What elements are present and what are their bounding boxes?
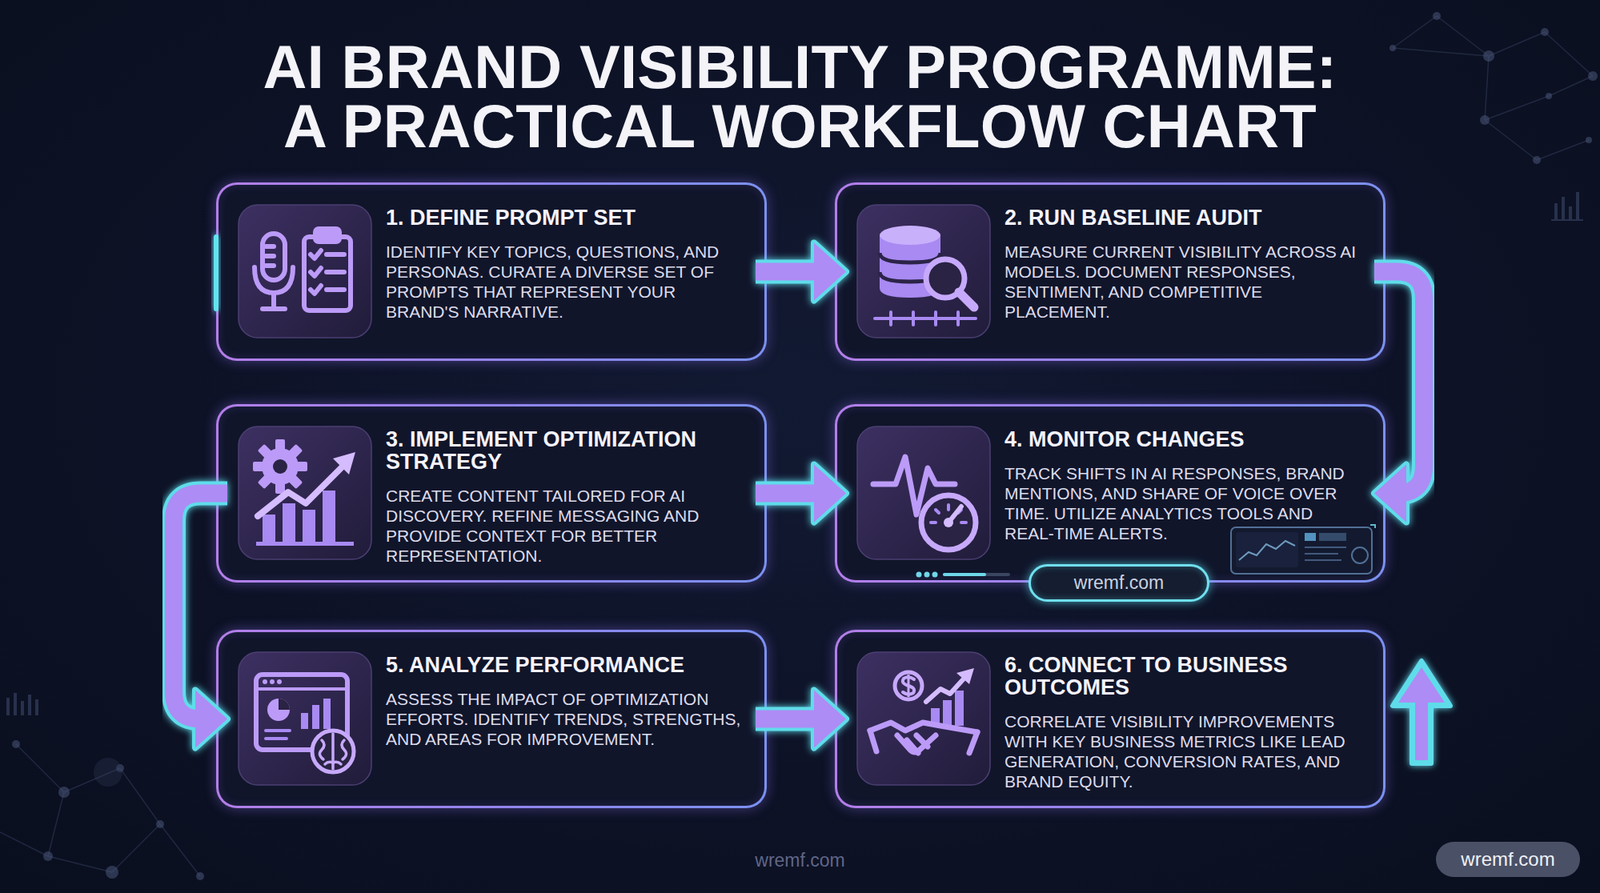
arrow-outline — [755, 243, 847, 301]
step-heading: 3. IMPLEMENT OPTIMIZATION STRATEGY — [385, 428, 762, 474]
text-area: 2. RUN BASELINE AUDIT MEASURE CURRENT VIS… — [1004, 206, 1381, 322]
text-area: 6. CONNECT TO BUSINESS OUTCOMES CORRELATE… — [1004, 653, 1381, 792]
step-description: CORRELATE VISIBILITY IMPROVEMENTS WITH K… — [1004, 711, 1364, 792]
step-heading: 1. DEFINE PROMPT SET — [385, 206, 762, 229]
text-area: 5. ANALYZE PERFORMANCE ASSESS THE IMPACT … — [385, 653, 762, 750]
step-description: IDENTIFY KEY TOPICS, QUESTIONS, AND PERS… — [385, 241, 745, 322]
network-dots — [12, 12, 1598, 881]
step-heading: 5. ANALYZE PERFORMANCE — [385, 653, 762, 677]
step-heading: 4. MONITOR CHANGES — [1004, 428, 1381, 451]
step-description: MEASURE CURRENT VISIBILITY ACROSS AI MOD… — [1004, 241, 1364, 322]
network-lines — [0, 16, 1593, 877]
title: AI BRAND VISIBILITY PROGRAMME: A PRACTIC… — [252, 37, 1349, 157]
text-area: 3. IMPLEMENT OPTIMIZATION STRATEGY CREATE… — [385, 428, 762, 566]
return-arrow — [1392, 661, 1451, 764]
text-area: 4. MONITOR CHANGES TRACK SHIFTS IN AI RES… — [1004, 428, 1381, 544]
step-description: TRACK SHIFTS IN AI RESPONSES, BRAND MENT… — [1004, 463, 1364, 544]
step-heading: 6. CONNECT TO BUSINESS OUTCOMES — [1004, 653, 1381, 699]
process-box: 1. DEFINE PROMPT SET IDENTIFY KEY TOPICS,… — [216, 182, 767, 361]
flow-arrow — [755, 690, 847, 749]
process-box: 4. MONITOR CHANGES TRACK SHIFTS IN AI RES… — [834, 404, 1386, 583]
watermark: wremf.com — [1435, 842, 1580, 878]
watermark: wremf.com — [1028, 564, 1210, 602]
flow-arrow — [755, 243, 847, 301]
watermark: wremf.com — [0, 848, 1600, 873]
text-area: 1. DEFINE PROMPT SET IDENTIFY KEY TOPICS,… — [385, 206, 762, 322]
flow-arrow — [755, 465, 847, 523]
process-box: 3. IMPLEMENT OPTIMIZATION STRATEGY CREATE… — [216, 404, 767, 583]
step-description: ASSESS THE IMPACT OF OPTIMIZATION EFFORT… — [385, 689, 745, 750]
step-heading: 2. RUN BASELINE AUDIT — [1004, 206, 1381, 229]
process-box: 5. ANALYZE PERFORMANCE ASSESS THE IMPACT … — [216, 629, 767, 809]
process-box: 2. RUN BASELINE AUDIT MEASURE CURRENT VIS… — [834, 182, 1386, 361]
arrow-outline — [755, 690, 847, 749]
step-description: CREATE CONTENT TAILORED FOR AI DISCOVERY… — [385, 485, 745, 566]
arrow-outline — [755, 465, 847, 523]
process-box: 6. CONNECT TO BUSINESS OUTCOMES CORRELATE… — [834, 629, 1386, 809]
